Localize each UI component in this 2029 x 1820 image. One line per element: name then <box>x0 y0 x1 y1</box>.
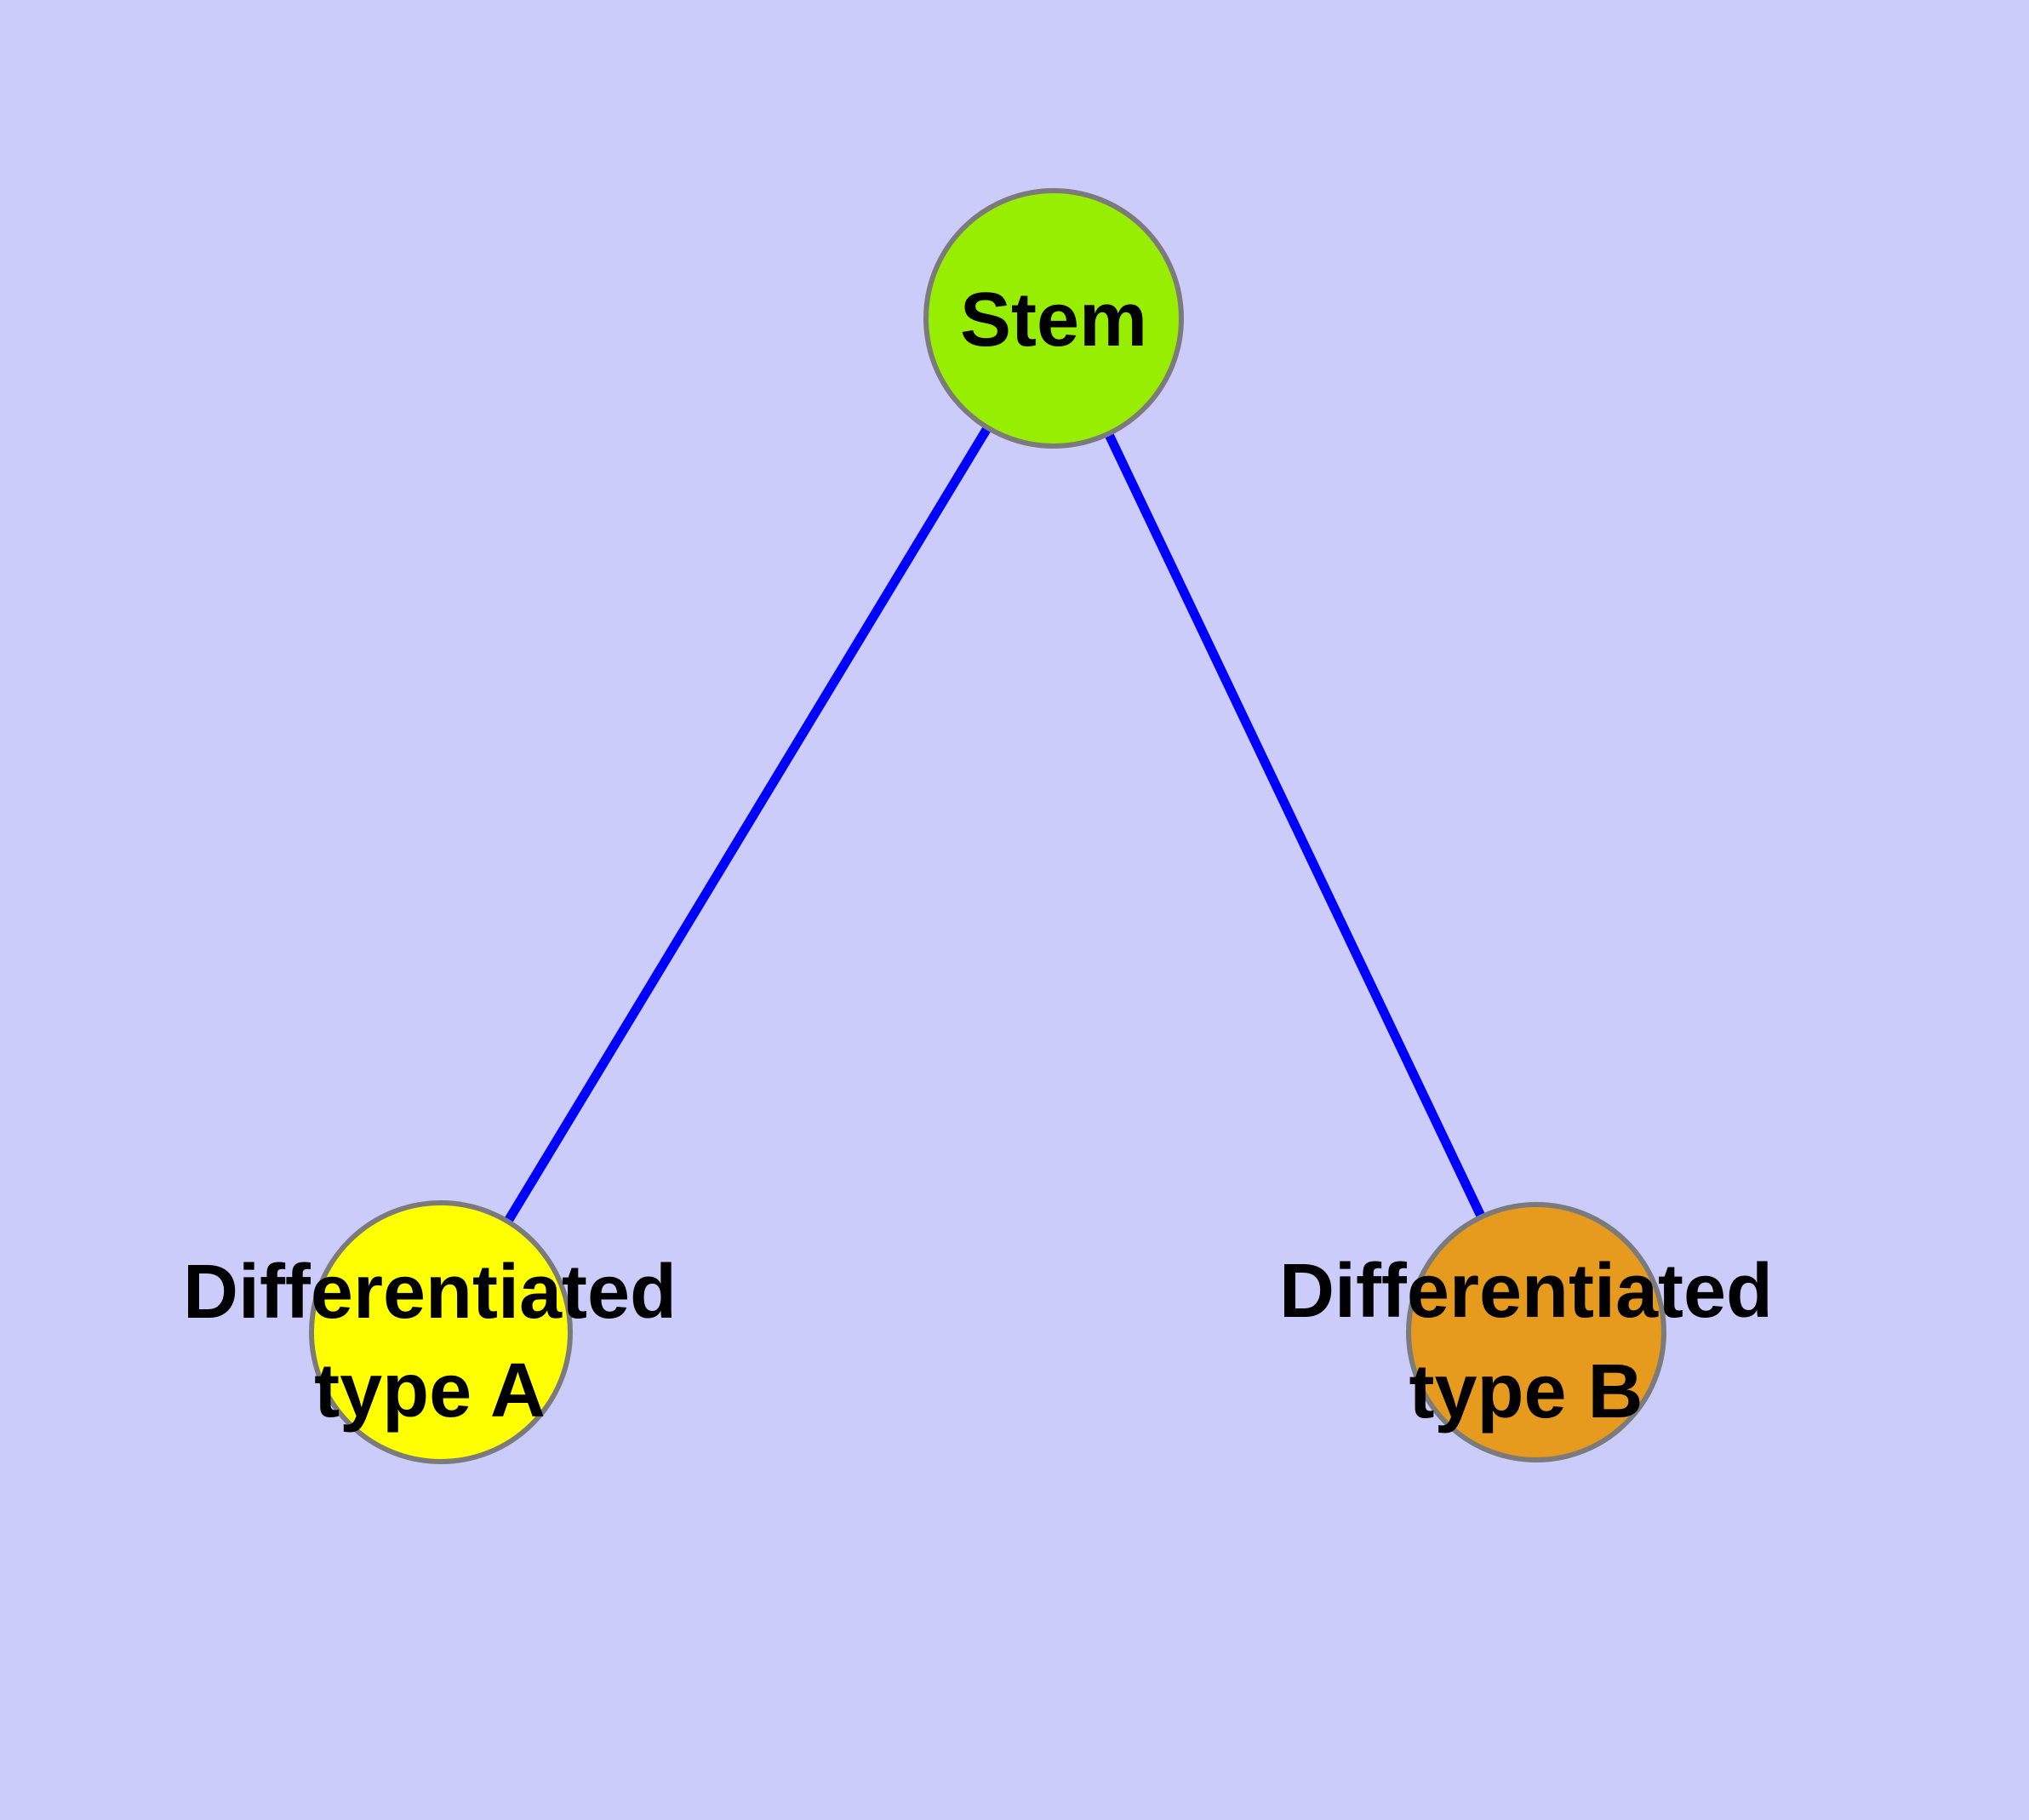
node-label-type-a-line2: type A <box>314 1348 546 1434</box>
node-label-type-b-line2: type B <box>1409 1349 1643 1434</box>
node-label-stem: Stem <box>960 278 1147 363</box>
node-stem <box>923 188 1184 449</box>
node-differentiated-type-b <box>1406 1202 1666 1462</box>
node-label-type-a-line1: Differentiated <box>183 1250 677 1335</box>
node-differentiated-type-a <box>309 1200 573 1464</box>
node-label-type-b-line1: Differentiated <box>1279 1249 1773 1334</box>
edge-stem-to-type-b <box>1049 316 1540 1335</box>
edge-stem-to-type-a <box>437 316 1058 1335</box>
